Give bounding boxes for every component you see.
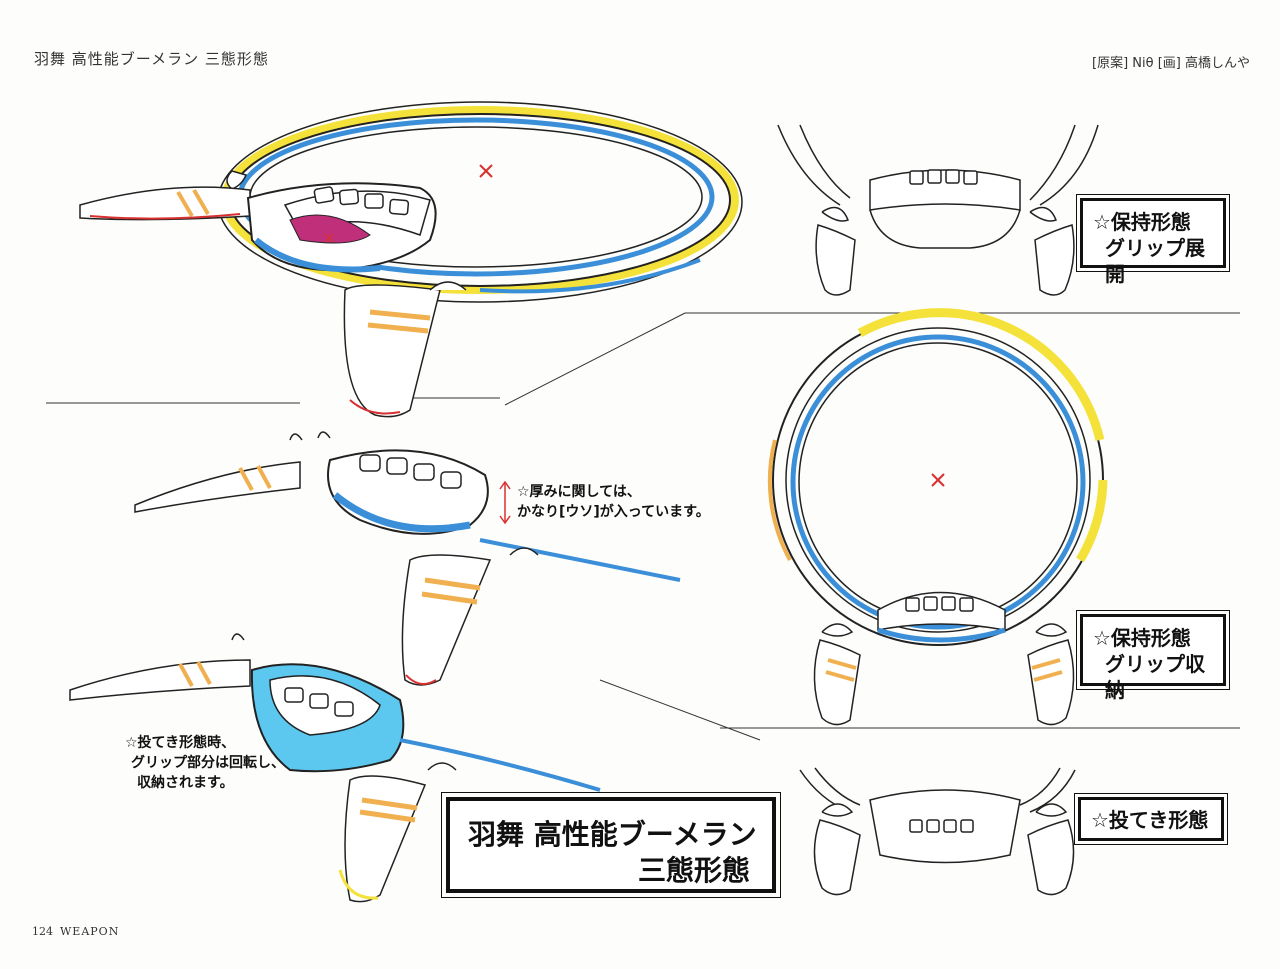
credit-line: [原案] Niθ [画] 高橋しんや — [1092, 56, 1250, 71]
note-rotation-line2: グリップ部分は回転し、 — [131, 755, 285, 771]
page-title: 羽舞 高性能ブーメラン 三態形態 — [34, 50, 269, 68]
guide-line — [599, 679, 761, 741]
title-box-line2: 三態形態 — [637, 854, 750, 887]
note-rotation-line3: 収納されます。 — [137, 775, 234, 791]
front-view-throw — [799, 767, 1076, 896]
label-hold-open: ☆保持形態 グリップ展開 — [1076, 194, 1230, 286]
note-thickness: ☆厚みに関しては、 かなり[ウソ]が入っています。 — [517, 482, 710, 522]
label-throw: ☆投てき形態 — [1074, 793, 1228, 845]
label-hold-open-line1: ☆保持形態 — [1093, 210, 1191, 234]
title-box-line1: 羽舞 高性能ブーメラン — [468, 818, 757, 851]
label-throw-text: ☆投てき形態 — [1091, 808, 1209, 832]
perspective-view-throw — [69, 633, 601, 903]
section-label: WEAPON — [60, 925, 120, 938]
label-hold-stowed-line1: ☆保持形態 — [1093, 626, 1191, 650]
label-hold-open-line2: グリップ展開 — [1105, 236, 1205, 286]
perspective-view-open — [79, 101, 743, 418]
note-rotation-line1: ☆投てき形態時、 — [125, 735, 236, 751]
label-hold-stowed-line2: グリップ収納 — [1105, 652, 1205, 702]
perspective-view-stowed — [134, 431, 681, 686]
note-rotation: ☆投てき形態時、 グリップ部分は回転し、 収納されます。 — [125, 733, 285, 793]
page-number: 124 — [32, 925, 53, 938]
front-view-hold-open — [777, 124, 1099, 296]
title-box: 羽舞 高性能ブーメラン 三態形態 — [441, 792, 781, 898]
note-thickness-line2: かなり[ウソ]が入っています。 — [517, 504, 710, 520]
guide-line — [504, 312, 686, 406]
note-thickness-line1: ☆厚みに関しては、 — [517, 484, 641, 500]
label-hold-stowed: ☆保持形態 グリップ収納 — [1076, 610, 1230, 702]
front-view-hold-stowed — [767, 308, 1108, 726]
